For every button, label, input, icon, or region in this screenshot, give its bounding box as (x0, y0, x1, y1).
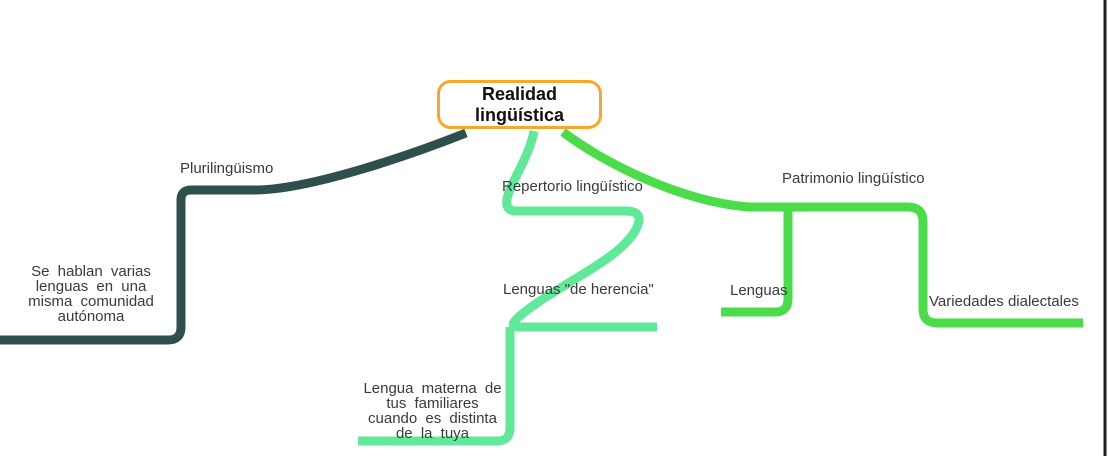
node-lenguas[interactable]: Lenguas (730, 282, 788, 299)
node-plurilinguismo[interactable]: Plurilingüismo (180, 160, 274, 177)
node-patrimonio-linguistico[interactable]: Patrimonio lingüístico (782, 170, 925, 187)
root-node[interactable]: Realidad lingüística (474, 84, 564, 125)
node-repertorio-linguistico[interactable]: Repertorio lingüístico (502, 178, 643, 195)
node-variedades-dialectales[interactable]: Variedades dialectales (929, 293, 1079, 310)
branch-repertorio-line-lower (358, 327, 515, 446)
branch-repertorio-line-upper (502, 130, 657, 332)
branch-patrimonio-line (560, 128, 1083, 328)
node-lengua-materna[interactable]: Lengua materna de tus familiares cuando … (363, 380, 502, 442)
branch-patrimonio-lenguas-line (721, 208, 793, 317)
node-se-hablan-varias[interactable]: Se hablan varias lenguas en una misma co… (28, 263, 154, 325)
root-node-box (437, 80, 602, 129)
branch-plurilinguismo-line (0, 128, 468, 345)
node-lenguas-de-herencia[interactable]: Lenguas "de herencia" (503, 281, 654, 298)
